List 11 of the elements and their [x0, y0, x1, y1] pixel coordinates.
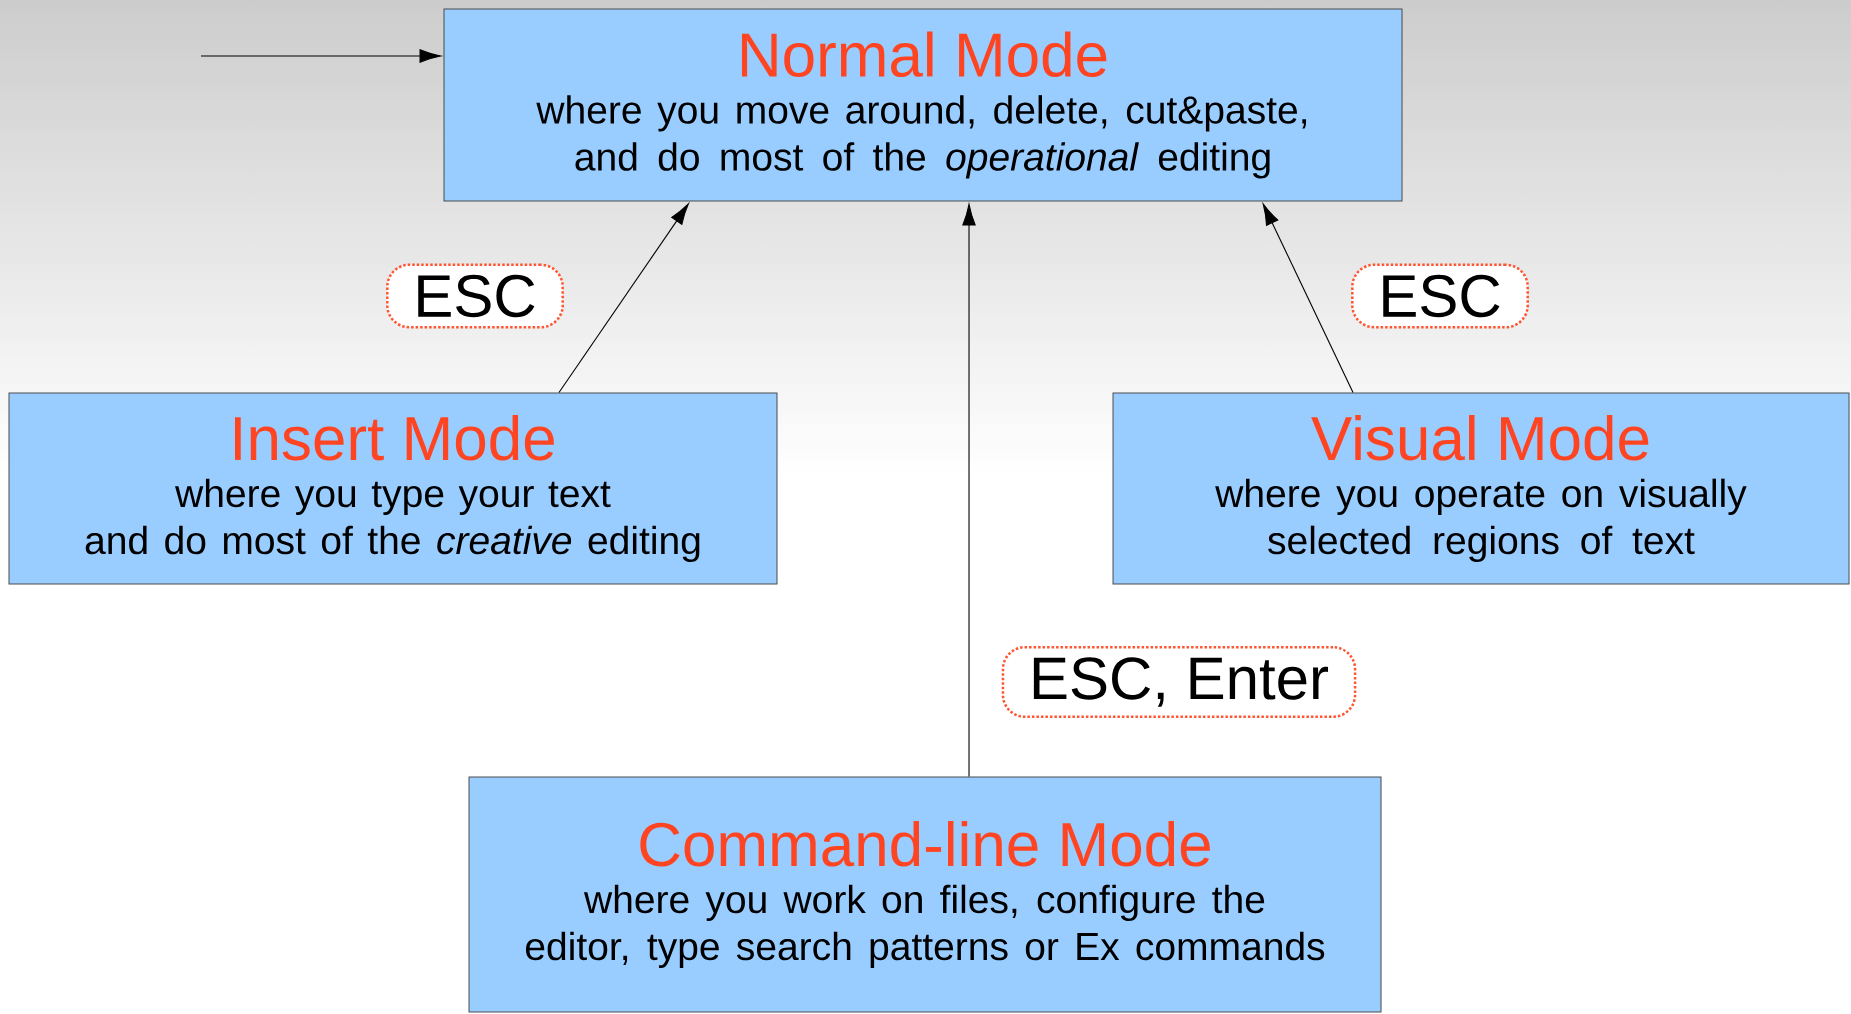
mode-box: Visual Mode where you operate on visually selected regions of text [1112, 392, 1850, 585]
arrow [200, 49, 442, 63]
mode-box: Normal Mode where you move around, delete, cut&paste, and do most of the operational editing [443, 8, 1403, 202]
mode-box: Insert Mode where you type your text and do most of the creative editing [8, 392, 778, 585]
arrow [558, 203, 689, 394]
edge-label: ESC [386, 263, 564, 329]
edge-label: ESC [1351, 263, 1529, 329]
arrow [962, 203, 976, 778]
mode-box: Command-line Mode where you work on files, configure the editor, type search patterns or Ex commands [468, 776, 1382, 1013]
edge-label: ESC, Enter [1001, 645, 1357, 719]
arrow [1262, 203, 1354, 394]
